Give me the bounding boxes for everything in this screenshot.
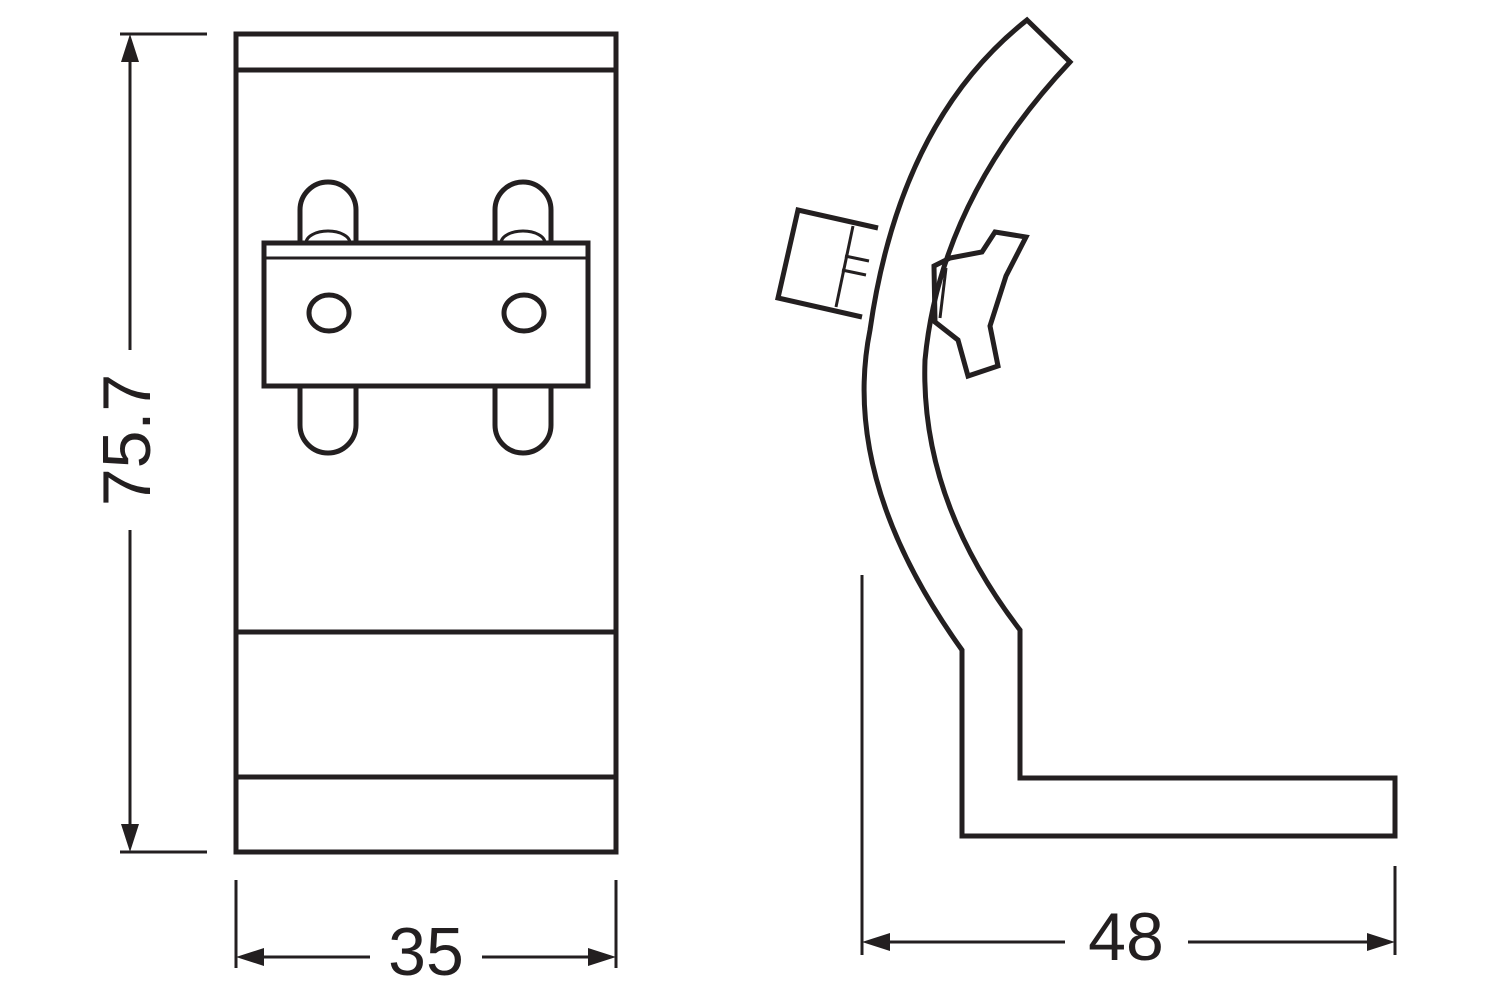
arrow-side-left xyxy=(862,933,890,951)
arrow-front-right xyxy=(588,948,616,966)
height-dimension-label: 75.7 xyxy=(89,374,165,506)
screw-head xyxy=(775,207,879,320)
dimension-height: 75.7 xyxy=(89,32,207,854)
arrow-height-bottom xyxy=(121,824,139,852)
arrow-height-top xyxy=(121,34,139,62)
slot-bottom-right xyxy=(492,386,554,456)
wing-nut xyxy=(931,229,1030,380)
arrow-front-left xyxy=(236,948,264,966)
front-view xyxy=(233,31,619,855)
dimension-side-depth: 48 xyxy=(860,575,1397,975)
side-depth-dimension-label: 48 xyxy=(1088,899,1164,975)
wing-nut-edge xyxy=(938,267,948,319)
slot-bottom-left xyxy=(297,386,359,456)
clamp-hole-left xyxy=(306,292,352,334)
stud-neck-left xyxy=(304,229,352,244)
dimension-front-width: 35 xyxy=(234,880,618,990)
clamp-hole-right xyxy=(501,292,547,334)
slot-top-left xyxy=(297,179,359,243)
clamp-plate xyxy=(261,240,591,389)
side-view xyxy=(775,16,1398,839)
slot-top-right xyxy=(492,179,554,243)
bracket-profile xyxy=(861,16,1398,839)
arrow-side-right xyxy=(1367,933,1395,951)
front-width-dimension-label: 35 xyxy=(388,914,464,990)
front-body-outline xyxy=(233,31,619,855)
stud-neck-right xyxy=(499,229,547,244)
